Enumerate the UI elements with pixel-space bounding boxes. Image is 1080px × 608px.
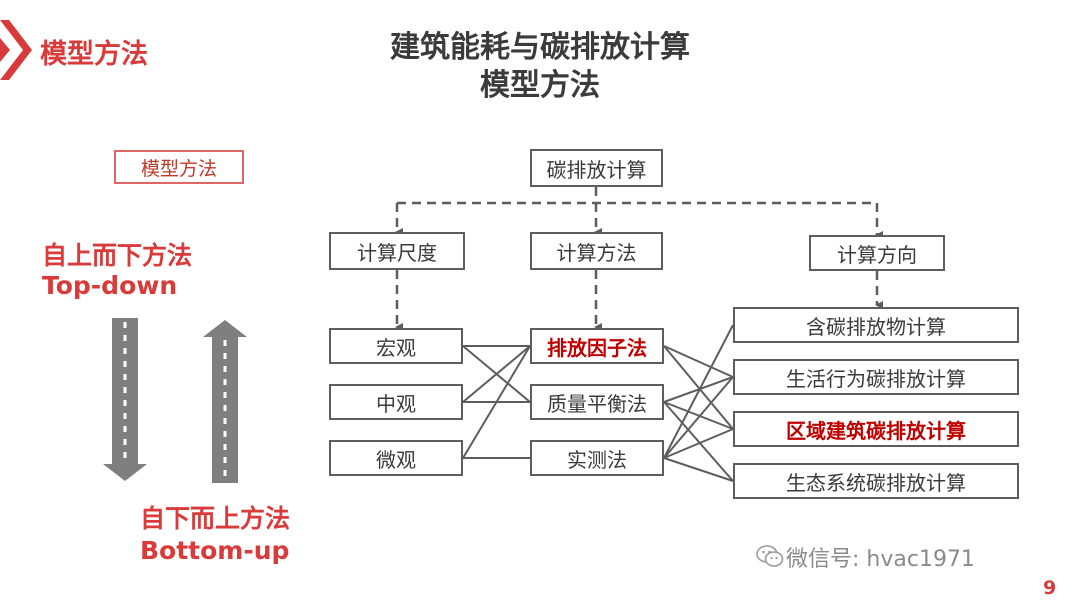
page-title: 建筑能耗与碳排放计算 xyxy=(390,30,690,65)
wechat-icon xyxy=(756,545,784,567)
road-arrow-down-icon xyxy=(103,318,147,481)
page-number: 9 xyxy=(1043,577,1057,599)
section-label: 模型方法 xyxy=(40,39,148,70)
category-method: 计算方法 xyxy=(530,232,663,270)
method-measurement: 实测法 xyxy=(530,440,664,476)
root-node: 碳排放计算 xyxy=(530,149,663,187)
bottom-up-cn-label: 自下而上方法 xyxy=(140,504,291,533)
direction-ecosystem: 生态系统碳排放计算 xyxy=(733,463,1019,499)
scale-macro: 宏观 xyxy=(329,328,463,364)
scale-micro: 微观 xyxy=(329,440,463,476)
category-scale: 计算尺度 xyxy=(329,232,465,270)
top-down-en-label: Top-down xyxy=(42,271,178,300)
bottom-up-en-label: Bottom-up xyxy=(140,536,290,565)
category-direction: 计算方向 xyxy=(809,235,945,271)
page-subtitle: 模型方法 xyxy=(480,68,600,103)
method-box: 模型方法 xyxy=(114,150,244,184)
method-mass-balance: 质量平衡法 xyxy=(530,384,664,420)
watermark-text: 微信号: hvac1971 xyxy=(786,547,975,572)
direction-regional-building: 区域建筑碳排放计算 xyxy=(733,411,1019,447)
header-chevron-icon xyxy=(0,20,32,80)
direction-carbon-emissions: 含碳排放物计算 xyxy=(733,307,1019,343)
direction-living-behavior: 生活行为碳排放计算 xyxy=(733,359,1019,395)
road-arrow-up-icon xyxy=(203,320,247,483)
method-emission-factor: 排放因子法 xyxy=(530,328,664,364)
top-down-cn-label: 自上而下方法 xyxy=(42,241,193,270)
scale-meso: 中观 xyxy=(329,384,463,420)
